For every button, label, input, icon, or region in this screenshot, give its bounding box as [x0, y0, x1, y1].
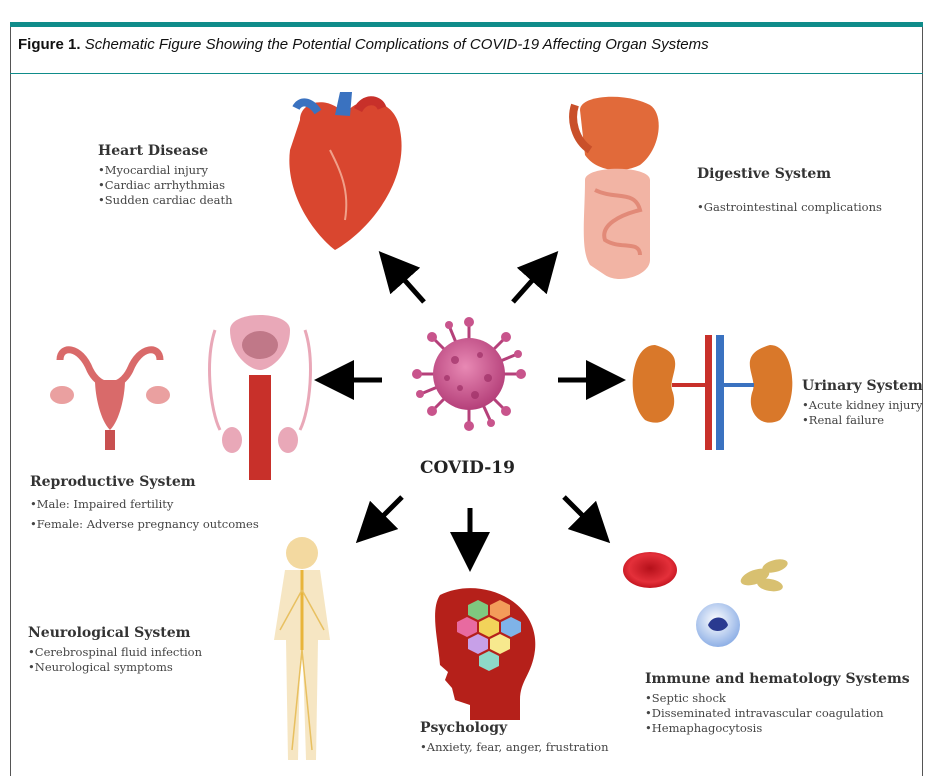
reproductive-item-2: •Female: Adverse pregnancy outcomes: [30, 514, 259, 534]
neurological-item-2: •Neurological symptoms: [28, 660, 202, 675]
digestive-system-icon: [573, 97, 659, 279]
covid-virus-icon: [412, 317, 526, 431]
neurological-system-title: Neurological System: [28, 625, 202, 641]
heart-item-1: •Myocardial injury: [98, 163, 233, 178]
immune-hematology-label: Immune and hematology Systems •Septic sh…: [645, 671, 910, 736]
digestive-system-title: Digestive System: [697, 166, 882, 182]
kidney-icon: [633, 335, 793, 450]
immune-item-3: •Hemaphagocytosis: [645, 721, 910, 736]
male-reproductive-icon: [210, 315, 311, 480]
reproductive-system-title: Reproductive System: [30, 474, 259, 490]
psychology-label: Psychology •Anxiety, fear, anger, frustr…: [420, 720, 608, 755]
heart-icon: [289, 92, 401, 250]
urinary-system-label: Urinary System •Acute kidney injury •Ren…: [802, 378, 923, 428]
psychology-head-icon: [435, 588, 535, 720]
heart-item-2: •Cardiac arrhythmias: [98, 178, 233, 193]
neurological-system-label: Neurological System •Cerebrospinal fluid…: [28, 625, 202, 675]
psychology-item-1: •Anxiety, fear, anger, frustration: [420, 740, 608, 755]
heart-disease-label: Heart Disease •Myocardial injury •Cardia…: [98, 143, 233, 208]
immune-item-2: •Disseminated intravascular coagulation: [645, 706, 910, 721]
digestive-item-1: •Gastrointestinal complications: [697, 200, 882, 215]
covid-label: COVID-19: [420, 458, 515, 478]
urinary-system-title: Urinary System: [802, 378, 923, 394]
psychology-title: Psychology: [420, 720, 608, 736]
immune-item-1: •Septic shock: [645, 691, 910, 706]
urinary-item-1: •Acute kidney injury: [802, 398, 923, 413]
female-reproductive-icon: [50, 350, 170, 450]
heart-item-3: •Sudden cardiac death: [98, 193, 233, 208]
reproductive-system-label: Reproductive System •Male: Impaired fert…: [30, 474, 259, 534]
neurological-item-1: •Cerebrospinal fluid infection: [28, 645, 202, 660]
blood-cells-icon: [623, 552, 789, 647]
nervous-system-body-icon: [274, 537, 330, 760]
reproductive-item-1: •Male: Impaired fertility: [30, 494, 259, 514]
urinary-item-2: •Renal failure: [802, 413, 923, 428]
digestive-system-label: Digestive System •Gastrointestinal compl…: [697, 166, 882, 215]
heart-disease-title: Heart Disease: [98, 143, 233, 159]
immune-hematology-title: Immune and hematology Systems: [645, 671, 910, 687]
